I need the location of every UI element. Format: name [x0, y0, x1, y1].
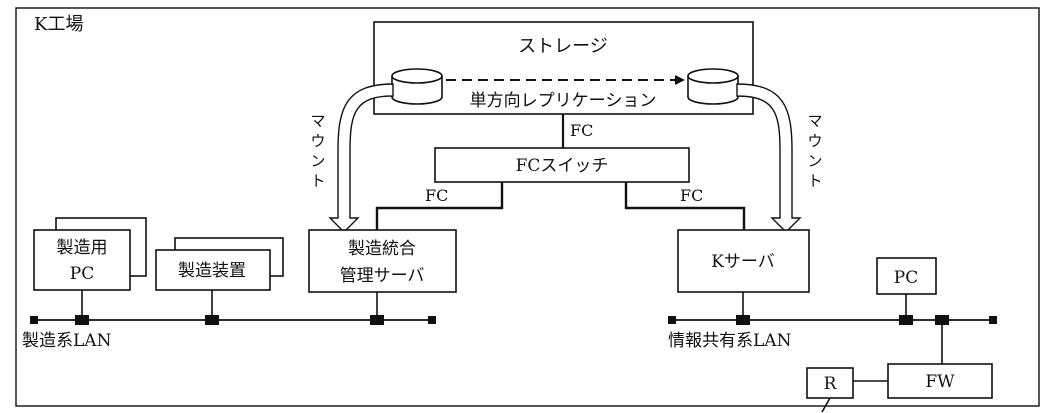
fc-label-right: FC: [680, 186, 703, 205]
manufacturing-pc-label-1: 製造用: [57, 238, 108, 258]
fc-label-storage: FC: [570, 121, 593, 140]
factory-boundary: [15, 7, 1040, 407]
manufacturing-device-label: 製造装置: [178, 261, 246, 281]
lan-node: [935, 315, 949, 325]
fc-label-left: FC: [425, 186, 448, 205]
storage-title: ストレージ: [518, 36, 608, 57]
integrated-server-label-2: 管理サーバ: [340, 266, 425, 286]
mount-label-right: マ ウ ン ト: [807, 112, 822, 190]
storage: ストレージ 単方向レプリケーション: [373, 21, 754, 115]
disk-icon-source: [391, 68, 443, 105]
lan-node: [736, 315, 750, 325]
svg-text:ト: ト: [310, 172, 325, 190]
lan-node: [205, 315, 219, 325]
site-label: K工場: [34, 14, 83, 35]
svg-text:ウ: ウ: [807, 132, 822, 150]
svg-text:マ: マ: [310, 112, 325, 130]
manufacturing-lan-label: 製造系LAN: [22, 331, 112, 351]
k-server-box: [677, 229, 810, 293]
disk-icon-replica: [687, 68, 739, 105]
fc-switch-box: [434, 147, 690, 183]
router-label: R: [824, 374, 838, 394]
svg-text:ウ: ウ: [310, 132, 325, 150]
svg-text:マ: マ: [807, 112, 822, 130]
lan-node: [370, 315, 384, 325]
manufacturing-pc-stack: 製造用 PC: [33, 217, 147, 291]
fw-box: [887, 363, 993, 399]
router-box: [806, 367, 854, 399]
integrated-server-label-1: 製造統合: [348, 239, 416, 259]
manufacturing-pc-label-2: PC: [70, 264, 94, 284]
k-server-label: Kサーバ: [711, 252, 775, 272]
manufacturing-device-stack: 製造装置: [155, 237, 284, 291]
svg-text:ン: ン: [807, 152, 822, 170]
integrated-server-box: [308, 229, 457, 293]
mount-label-left: マ ウ ン ト: [310, 112, 325, 190]
pc-label: PC: [894, 268, 918, 288]
lan-node: [899, 315, 913, 325]
svg-text:ン: ン: [310, 152, 325, 170]
fw-label: FW: [925, 372, 955, 392]
replication-label: 単方向レプリケーション: [470, 91, 657, 111]
info-lan-label: 情報共有系LAN: [668, 331, 792, 351]
pc-box: [876, 257, 937, 295]
fc-link-left: [375, 182, 504, 230]
svg-text:ト: ト: [807, 172, 822, 190]
fc-switch-label: FCスイッチ: [516, 156, 609, 176]
fc-link-right: [624, 182, 746, 230]
lan-node: [75, 315, 89, 325]
external-link: [821, 397, 831, 413]
